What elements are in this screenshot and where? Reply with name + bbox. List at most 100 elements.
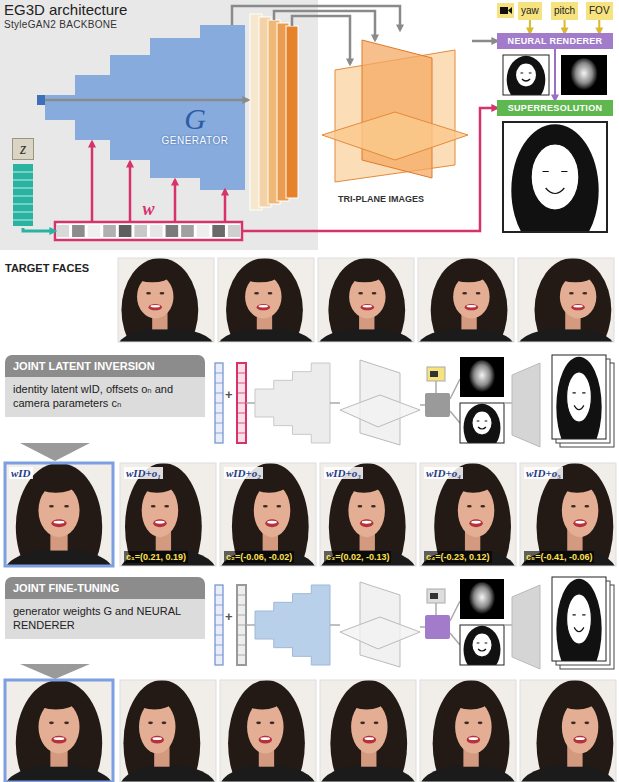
- finetune-sketch: [340, 617, 420, 649]
- face-photo: [420, 765, 516, 782]
- face-photo: [148, 722, 153, 725]
- w-vector-bar: [57, 225, 70, 237]
- face-photo: [559, 271, 592, 283]
- face-photo: [363, 736, 376, 744]
- camera-value: c₃=(0.02, -0.13): [324, 551, 391, 563]
- camera-value: c₄=(-0.23, 0.12): [424, 551, 492, 563]
- connector-arrow: [224, 190, 227, 200]
- finetune-sketch: [427, 589, 445, 603]
- w-latent-vector: w: [55, 200, 242, 242]
- inversion-sketch: [460, 403, 504, 443]
- face-photo: [518, 328, 614, 342]
- finetune-sketch: [215, 577, 614, 679]
- step-panel: JOINT FINE-TUNINGgenerator weights G and…: [5, 577, 205, 639]
- node-label: pitch: [554, 2, 575, 20]
- inversion-sketch: [430, 371, 438, 377]
- finetune-sketch: [237, 585, 246, 665]
- inversion-sketch: [215, 403, 223, 404]
- face-photo: [467, 305, 477, 307]
- face-photo: [358, 292, 363, 295]
- backbone-panel: StyleGAN2 BACKBONEzGGENERATORw: [0, 0, 318, 250]
- text-holder: c₁=(0.21, 0.19): [124, 551, 188, 563]
- face-photo: [220, 765, 316, 782]
- inversion-sketch: [504, 402, 512, 404]
- face-photo: [228, 680, 305, 782]
- inversion-sketch: [237, 383, 246, 384]
- text-holder: TARGET FACES: [5, 262, 89, 274]
- face-photo: [120, 680, 216, 782]
- face-photo: [318, 258, 414, 342]
- finetune-sketch: [215, 635, 223, 636]
- inversion-sketch: [237, 363, 246, 443]
- face-photo: [5, 680, 113, 782]
- node-label: w: [139, 200, 159, 219]
- node-label: FOV: [589, 2, 610, 20]
- section-label: TARGET FACES: [5, 262, 89, 274]
- node-label: z: [12, 138, 34, 160]
- inversion-sketch: [420, 404, 425, 406]
- output-face-sketch: [531, 144, 579, 210]
- face-photo: [328, 258, 405, 342]
- finetune-sketch: [237, 615, 246, 616]
- w-vector-bar: [55, 222, 242, 240]
- face-photo: [431, 258, 508, 342]
- latent-label: wID+o₅: [524, 467, 563, 479]
- inversion-sketch: [215, 373, 223, 374]
- w-vector-bar: [166, 225, 179, 237]
- face-photo: [146, 292, 151, 295]
- face-photo: [121, 258, 198, 342]
- face-photo: [520, 680, 616, 782]
- camera-param-box: yaw: [518, 2, 542, 20]
- finetune-sketch: [450, 633, 460, 645]
- inversion-sketch: [237, 393, 246, 394]
- face-photo: [162, 722, 167, 725]
- backbone-panel: [0, 0, 318, 250]
- face-photo: [120, 765, 216, 782]
- output-face-sketch: [511, 124, 598, 232]
- face-photo: [363, 305, 373, 307]
- finetune-sketch: [237, 635, 246, 636]
- face-photo: [268, 292, 273, 295]
- finetune-sketch: [504, 624, 512, 626]
- face-photo: [584, 505, 589, 508]
- face-photo: [575, 737, 585, 740]
- face-photo: [320, 765, 416, 782]
- face-photo: [257, 304, 270, 310]
- camera-icon: [500, 7, 508, 14]
- face-photo: [5, 463, 113, 566]
- face-photo: [471, 521, 481, 524]
- face-photo: [123, 680, 200, 782]
- step-panel: JOINT LATENT INVERSIONidentity latent wI…: [5, 355, 205, 417]
- face-photo: [151, 736, 164, 744]
- face-photo: [476, 292, 481, 295]
- face-photo: [561, 695, 594, 709]
- finetune-sketch: [478, 649, 486, 651]
- face-photo: [5, 463, 113, 566]
- w-vector-bar: [228, 225, 241, 237]
- face-photo: [49, 722, 54, 725]
- face-photo: [418, 328, 514, 342]
- face-photo: [433, 680, 510, 782]
- latent-label: wID+o₂: [224, 467, 263, 479]
- node-label: TRI-PLANE IMAGES: [338, 194, 424, 204]
- w-vector-bar: [119, 225, 132, 237]
- style-arrows: [129, 162, 132, 222]
- latent-z-vector: [13, 220, 33, 221]
- face-photo: [575, 521, 585, 524]
- face-photo: [263, 505, 268, 508]
- face-photo: [16, 680, 102, 782]
- face-photo: [520, 463, 616, 566]
- camera-icon: [497, 3, 514, 18]
- face-photo: [457, 478, 490, 492]
- face-photo: [125, 463, 202, 566]
- w-vector-bar: [72, 225, 85, 237]
- face-photo: [138, 695, 171, 709]
- face-photo: [374, 722, 379, 725]
- inversion-sketch: [450, 379, 460, 399]
- latent-z-box: z: [10, 138, 36, 228]
- inversion-sketch: [574, 405, 584, 409]
- inversion-sketch: [573, 392, 586, 393]
- connector-arrow: [529, 20, 531, 33]
- face-photo: [462, 292, 467, 295]
